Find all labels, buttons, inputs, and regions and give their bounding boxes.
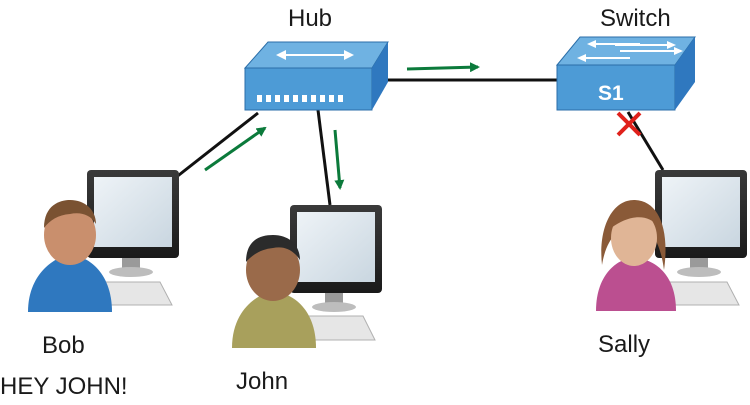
link-bob-hub	[169, 111, 259, 184]
green-arrow-icon	[204, 126, 267, 172]
user-icon	[596, 200, 676, 311]
hub-icon	[243, 41, 389, 111]
link-hub-john	[316, 109, 332, 206]
user-icon	[28, 200, 112, 312]
computer-icon	[87, 170, 179, 306]
john-workstation: John	[232, 205, 382, 395]
x-mark-icon	[616, 111, 642, 137]
switch-id-label: S1	[598, 82, 624, 105]
sally-label: Sally	[598, 331, 650, 358]
switch-device: S1 Switch	[555, 5, 696, 111]
john-label: John	[236, 368, 288, 395]
bob-label: Bob	[42, 332, 85, 359]
hub-label: Hub	[288, 5, 332, 32]
green-arrow-icon	[333, 129, 345, 190]
bob-message: HEY JOHN!	[0, 373, 128, 400]
hub-device: Hub	[243, 5, 389, 111]
green-arrow-icon	[406, 62, 480, 73]
user-icon	[232, 235, 316, 348]
switch-label: Switch	[600, 5, 671, 32]
computer-icon	[290, 205, 382, 341]
sally-workstation: Sally	[596, 170, 747, 358]
bob-workstation: Bob HEY JOHN!	[0, 170, 179, 400]
switch-icon	[555, 36, 696, 111]
data-flow-arrows	[204, 62, 480, 190]
computer-icon	[655, 170, 747, 306]
